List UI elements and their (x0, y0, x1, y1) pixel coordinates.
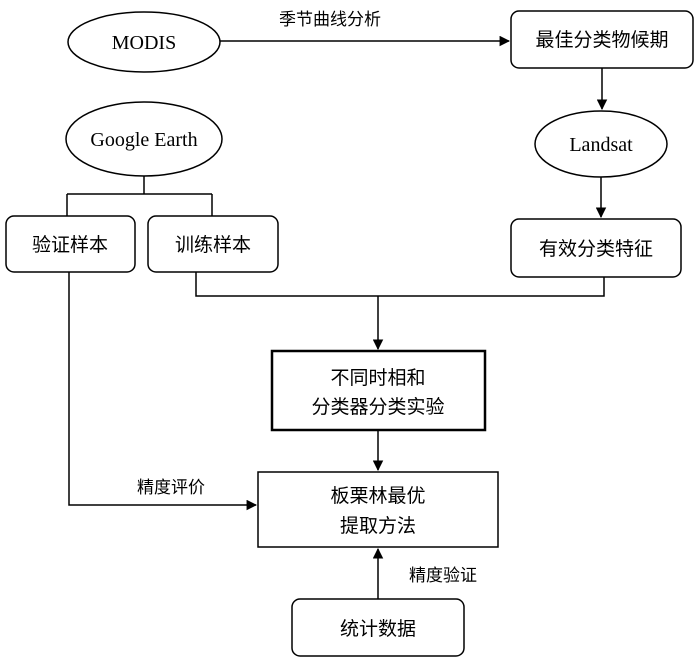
google-earth-label: Google Earth (90, 129, 197, 151)
edge-modis-to-phenology: 季节曲线分析 (220, 10, 511, 47)
landsat-label: Landsat (569, 134, 633, 156)
classification-experiment-node: 不同时相和 分类器分类实验 (270, 349, 487, 432)
statistics-node: 统计数据 (291, 598, 465, 657)
optimal-label-line2: 提取方法 (340, 515, 416, 537)
modis-label: MODIS (112, 32, 176, 54)
landsat-node: Landsat (534, 110, 668, 178)
experiment-label-line2: 分类器分类实验 (311, 396, 444, 418)
training-samples-node: 训练样本 (147, 215, 279, 273)
optimal-label-line1: 板栗林最优 (330, 485, 425, 507)
experiment-label-line1: 不同时相和 (330, 367, 425, 389)
best-phenology-label: 最佳分类物候期 (535, 29, 668, 51)
edge-training-and-features-merge (195, 272, 605, 297)
edge-validation-to-optimal: 精度评价 (68, 272, 258, 511)
effective-features-node: 有效分类特征 (510, 218, 682, 278)
training-samples-label: 训练样本 (175, 234, 251, 256)
validation-samples-node: 验证样本 (5, 215, 136, 273)
optimal-method-node: 板栗林最优 提取方法 (257, 471, 499, 548)
statistics-label: 统计数据 (340, 618, 416, 640)
best-phenology-node: 最佳分类物候期 (510, 10, 694, 69)
validation-samples-label: 验证样本 (32, 234, 108, 256)
edge-statistics-to-optimal: 精度验证 (372, 547, 477, 599)
accuracy-evaluation-label: 精度评价 (137, 478, 205, 498)
google-earth-node: Google Earth (65, 101, 223, 177)
modis-node: MODIS (67, 11, 221, 73)
accuracy-verification-label: 精度验证 (409, 566, 477, 586)
effective-features-label: 有效分类特征 (539, 238, 653, 260)
edge-google-earth-to-samples (66, 176, 213, 216)
seasonal-curve-label: 季节曲线分析 (279, 10, 381, 30)
